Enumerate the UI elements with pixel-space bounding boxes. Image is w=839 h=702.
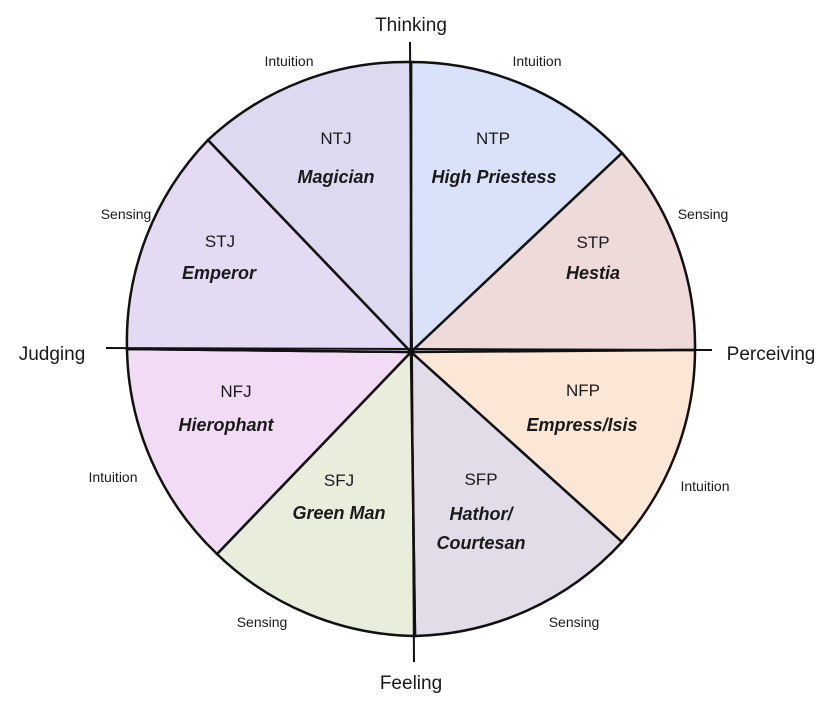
segment-name-ntp: High Priestess [431,167,556,187]
segment-code-nfj: NFJ [220,382,251,401]
segment-stj [125,138,414,354]
segment-name-stp: Hestia [566,263,620,283]
vertical-axis-line [409,41,415,663]
segment-ntj [206,60,413,356]
segment-code-nfp: NFP [566,381,600,400]
edge-label-top-right: Intuition [512,53,561,69]
axis-label-bottom: Feeling [380,673,442,694]
segment-name-ntj: Magician [297,167,374,187]
segment-name-nfj: Hierophant [178,415,274,435]
axis-label-top: Thinking [375,15,447,36]
segment-code-stp: STP [576,233,609,252]
axis-label-right: Perceiving [727,344,816,365]
segment-name-stj: Emperor [182,263,257,283]
segment-code-stj: STJ [205,232,235,251]
segment-nfj [125,347,414,556]
edge-label-left-upper: Sensing [101,206,152,222]
edge-label-bottom-left: Sensing [237,614,288,630]
segment-sfp [409,349,624,638]
segment-code-sfp: SFP [464,470,497,489]
segment-code-ntp: NTP [476,129,510,148]
edge-label-right-lower: Intuition [680,478,729,494]
segment-code-sfj: SFJ [324,471,354,490]
edge-label-top-left: Intuition [264,53,313,69]
edge-label-right-upper: Sensing [678,206,729,222]
segment-name-sfp-line-1: Hathor/ [450,504,515,524]
segment-sfj [215,348,417,638]
edge-label-left-lower: Intuition [88,469,137,485]
edge-label-bottom-right: Sensing [549,614,600,630]
segment-nfp [407,348,697,544]
segment-ntp [409,60,624,355]
segment-code-ntj: NTJ [320,129,351,148]
axis-label-left: Judging [19,344,86,365]
segment-name-sfp-line-2: Courtesan [436,533,525,553]
segment-stp [407,151,697,354]
segment-name-nfp: Empress/Isis [526,415,637,435]
horizontal-axis-line [105,347,713,351]
segment-name-sfj: Green Man [292,503,385,523]
